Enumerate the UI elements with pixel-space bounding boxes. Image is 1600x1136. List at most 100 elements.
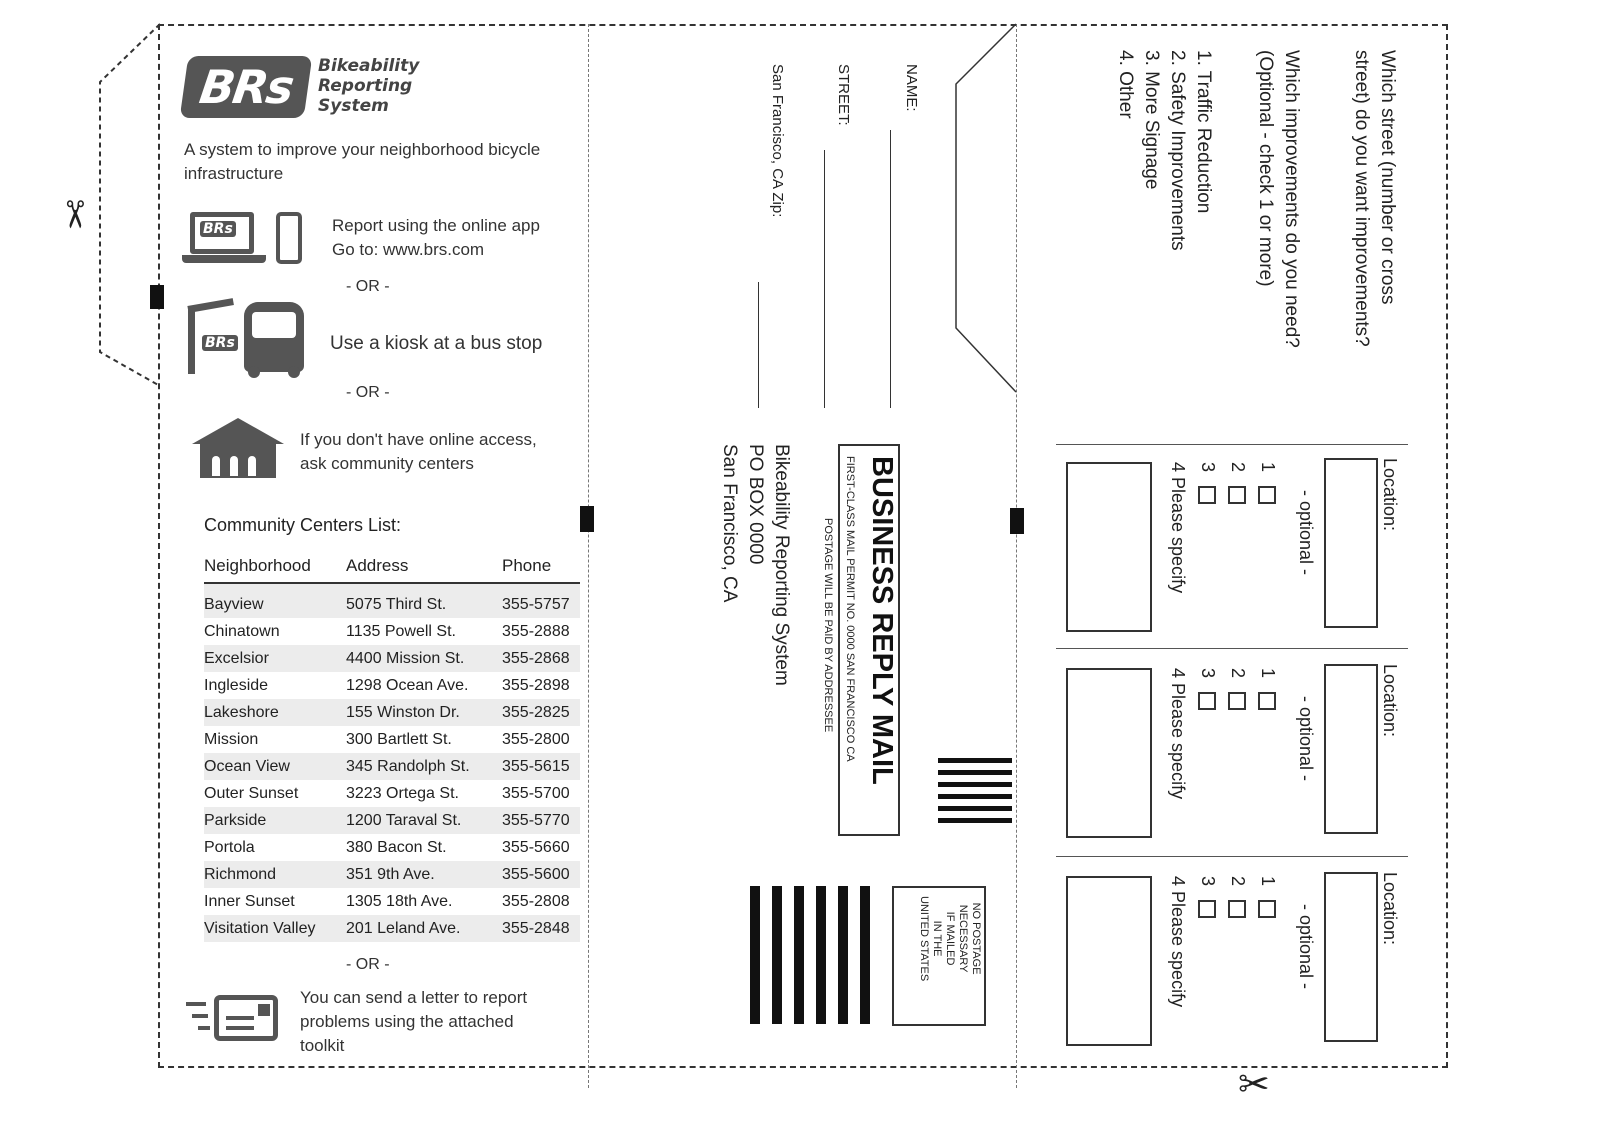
street-label: STREET: [835,64,852,126]
checkbox-label: 1 [1258,462,1278,473]
location-input-box[interactable] [1324,664,1378,834]
letter-line [226,1026,254,1030]
barcode-bar [816,886,826,1024]
neighborhood-cell: Ingleside [204,676,269,694]
phone-cell: 355-2848 [502,915,580,942]
name-line [890,130,891,408]
fold-line-1 [588,24,589,1088]
neighborhood-cell: Visitation Valley [204,915,346,942]
letter-stamp [258,1004,270,1016]
checkbox-label: 2 [1228,462,1248,473]
no-postage-box [892,886,986,1026]
motion-line [192,1014,208,1018]
checkbox-1[interactable] [1258,900,1276,918]
or-divider: - OR - [346,956,390,973]
checkbox-2[interactable] [1228,486,1246,504]
phone-cell: 355-5770 [502,807,580,834]
address-cell: 201 Leland Ave. [346,915,502,942]
kiosk-icon [188,306,195,374]
address-cell: 345 Randolph St. [346,753,502,780]
business-reply-mail-box [838,444,900,836]
letter-step: You can send a letter to report problems… [300,988,528,1055]
fim-bar [938,782,1012,787]
kiosk-logo: BRs [202,334,238,352]
checkbox-label: 1 [1258,876,1278,887]
address-cell: 351 9th Ave. [346,861,502,888]
checkbox-label: 1 [1258,668,1278,679]
neighborhood-cell: Portola [204,838,255,856]
phone-cell: 355-5600 [502,861,580,888]
optional-label: - optional - [1296,904,1316,990]
reply-address-line1: Bikeability Reporting System [771,444,792,686]
community-step: If you don't have online access, ask com… [300,430,537,473]
laptop-logo: BRs [200,220,236,238]
checkbox-3[interactable] [1198,900,1216,918]
fim-bar [938,758,1012,763]
checkbox-3[interactable] [1198,692,1216,710]
business-reply-postage: POSTAGE WILL BE PAID BY ADDRESSEE [822,518,834,733]
neighborhood-cell: Lakeshore [204,699,346,726]
checkbox-1[interactable] [1258,486,1276,504]
brs-logo: BRs [179,56,313,118]
checkbox-2[interactable] [1228,692,1246,710]
neighborhood-cell: Chinatown [204,622,280,640]
fim-bar [938,818,1012,823]
phone-cell: 355-2825 [502,699,580,726]
tab-cut-outline [99,23,161,387]
question-street: Which street (number or cross street) do… [1351,50,1398,347]
checkbox-label: 3 [1198,668,1218,679]
zip-line [758,282,759,408]
laptop-icon [190,212,254,254]
please-specify-label: 4 Please specify [1168,876,1188,1008]
phone-icon [276,212,302,264]
checkbox-2[interactable] [1228,900,1246,918]
location-input-box[interactable] [1324,458,1378,628]
scissors-icon: ✂ [52,198,95,231]
phone-cell: 355-2800 [502,730,570,748]
address-cell: 3223 Ortega St. [346,784,459,802]
location-label: Location: [1380,872,1400,946]
column-header: Neighborhood [204,554,346,584]
phone-cell: 355-5700 [502,784,570,802]
city-zip-label: San Francisco, CA Zip: [769,64,786,218]
phone-cell: 355-2898 [502,676,570,694]
bus-window [252,312,296,338]
neighborhood-cell: Inner Sunset [204,892,295,910]
table-header-row: Neighborhood Address Phone [204,554,580,584]
column-header: Phone [502,554,580,584]
community-centers-title: Community Centers List: [204,515,402,535]
specify-input-box[interactable] [1066,668,1152,838]
tagline: A system to improve your neighborhood bi… [184,140,541,183]
checkbox-1[interactable] [1258,692,1276,710]
fold-marker [150,285,164,309]
section-separator [1056,856,1408,857]
neighborhood-cell: Bayview [204,583,346,618]
door [212,456,220,476]
brochure-cut-border [158,24,1448,1068]
scissors-icon: ✂ [1238,1064,1270,1106]
column-header: Address [346,554,502,584]
barcode-bar [750,886,760,1024]
checkbox-3[interactable] [1198,486,1216,504]
improvement-options: 1. Traffic Reduction 2. Safety Improveme… [1115,50,1214,251]
phone-cell: 355-2808 [502,892,570,910]
envelope-flap-outline [955,23,1017,393]
checkbox-label: 2 [1228,876,1248,887]
checkbox-label: 3 [1198,876,1218,887]
motion-line [198,1026,210,1030]
location-input-box[interactable] [1324,872,1378,1042]
logo-wordmark: Bikeability Reporting System [318,56,420,116]
barcode-bar [838,886,848,1024]
specify-input-box[interactable] [1066,462,1152,632]
specify-input-box[interactable] [1066,876,1152,1046]
address-cell: 4400 Mission St. [346,645,502,672]
fold-marker [580,506,594,532]
